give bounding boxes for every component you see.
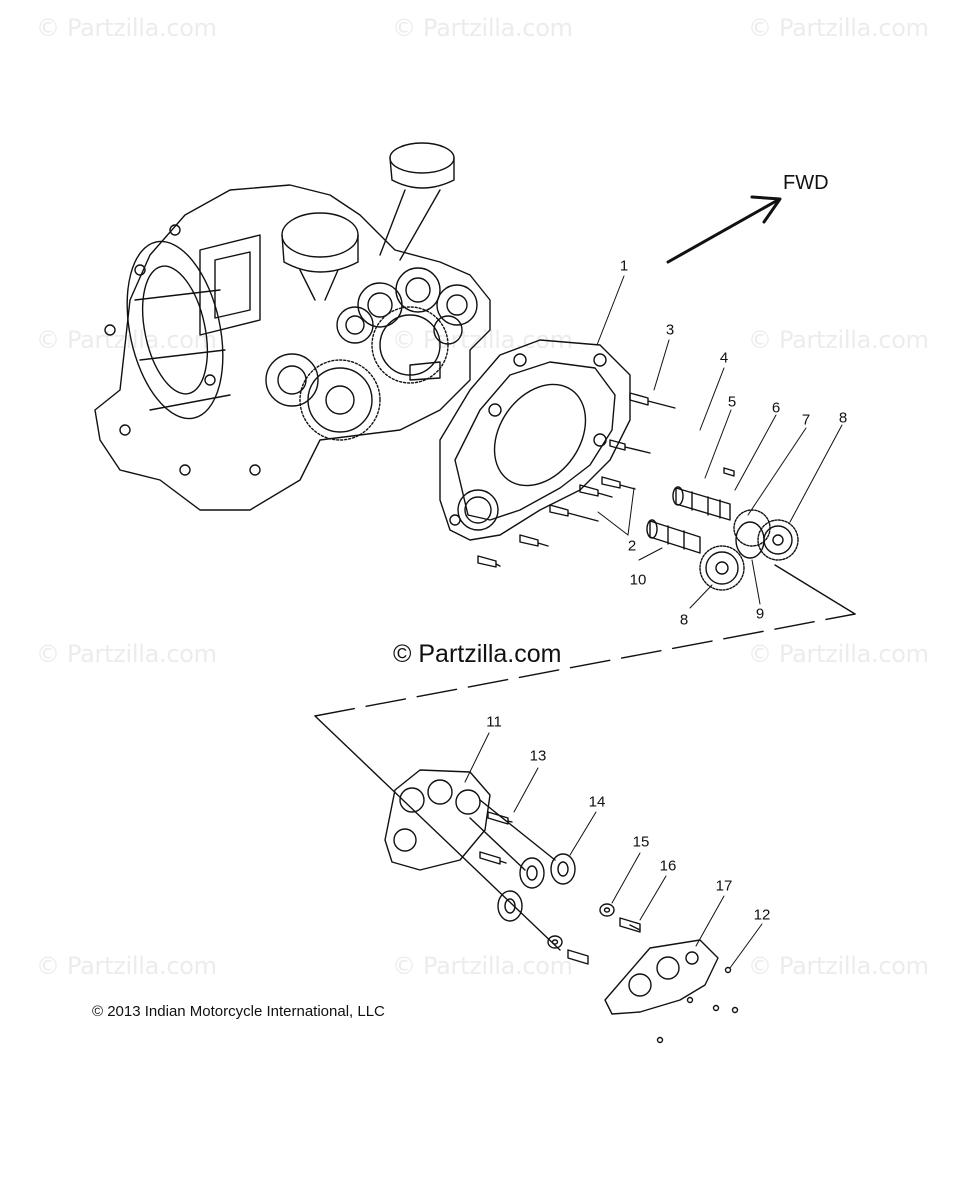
watermark: © Partzilla.com xyxy=(36,952,217,980)
gasket-plate-part xyxy=(604,939,719,1015)
callout-14: 14 xyxy=(588,793,606,811)
center-watermark: © Partzilla.com xyxy=(393,640,562,668)
bearing-housing-part xyxy=(384,769,556,871)
flange-bolts xyxy=(567,917,641,965)
callout-5: 5 xyxy=(727,393,737,411)
callout-2: 2 xyxy=(627,537,637,555)
callout-9: 9 xyxy=(755,605,765,623)
housing-bolts xyxy=(479,811,513,865)
watermark: © Partzilla.com xyxy=(392,952,573,980)
callout-11: 11 xyxy=(486,713,502,731)
callout-10: 10 xyxy=(629,571,647,589)
callout-17: 17 xyxy=(715,877,733,895)
timing-cover-part xyxy=(439,339,631,541)
callout-1: 1 xyxy=(619,257,629,275)
copyright-notice: © 2013 Indian Motorcycle International, … xyxy=(92,1003,385,1020)
bearings-part xyxy=(497,853,576,922)
watermark: © Partzilla.com xyxy=(748,952,929,980)
small-screws xyxy=(656,966,739,1044)
watermark: © Partzilla.com xyxy=(36,14,217,42)
callout-16: 16 xyxy=(659,857,677,875)
callout-8: 8 xyxy=(679,611,689,629)
callout-13: 13 xyxy=(529,747,547,765)
callout-12: 12 xyxy=(753,906,771,924)
watermark: © Partzilla.com xyxy=(36,640,217,668)
callout-3: 3 xyxy=(665,321,675,339)
forward-direction-label: FWD xyxy=(783,172,829,194)
forward-arrow-icon xyxy=(666,195,782,264)
callout-8: 8 xyxy=(838,409,848,427)
washers-part xyxy=(547,903,615,949)
watermark: © Partzilla.com xyxy=(748,640,929,668)
callout-6: 6 xyxy=(771,399,781,417)
reference-lines xyxy=(314,564,856,951)
watermark: © Partzilla.com xyxy=(748,326,929,354)
cover-bolts xyxy=(477,392,676,568)
camshaft-part xyxy=(646,467,735,554)
cam-gear-part xyxy=(699,509,799,591)
watermark: © Partzilla.com xyxy=(392,14,573,42)
callout-7: 7 xyxy=(801,411,811,429)
callout-15: 15 xyxy=(632,833,650,851)
watermark: © Partzilla.com xyxy=(748,14,929,42)
callout-4: 4 xyxy=(719,349,729,367)
leader-lines xyxy=(464,275,843,969)
engine-assembly xyxy=(94,142,491,511)
